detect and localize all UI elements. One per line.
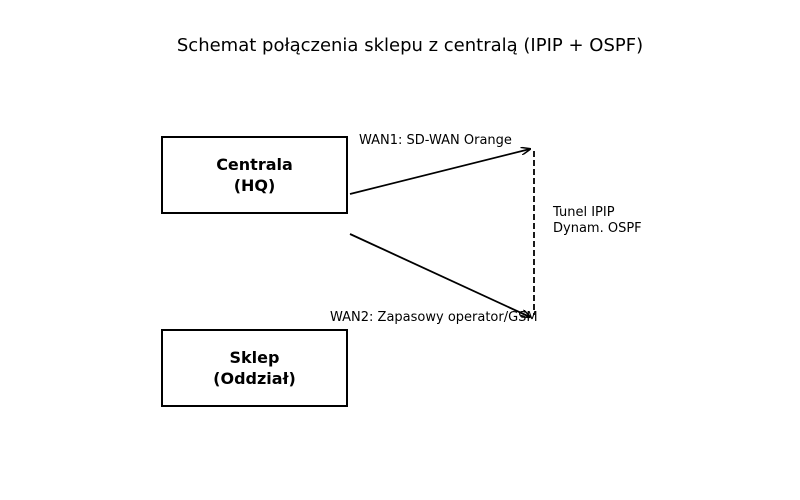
tunnel-label-line2: Dynam. OSPF	[553, 221, 642, 236]
wan1-link-arrow	[349, 149, 530, 195]
node-shop-name: Sklep	[229, 348, 280, 367]
wan2-label: WAN2: Zapasowy operator/GSM	[330, 310, 538, 325]
tunnel-label-line1: Tunel IPIP	[553, 205, 615, 220]
node-hq-name: Centrala	[216, 155, 293, 174]
tunnel-label: Tunel IPIP Dynam. OSPF	[553, 205, 642, 237]
wan1-label: WAN1: SD-WAN Orange	[359, 133, 512, 148]
node-hq: Centrala (HQ)	[161, 136, 348, 214]
node-shop-type: (Oddział)	[213, 369, 296, 388]
wan2-link-arrow	[349, 233, 530, 317]
node-hq-abbr: (HQ)	[233, 176, 276, 195]
diagram-title: Schemat połączenia sklepu z centralą (IP…	[176, 35, 644, 56]
node-shop: Sklep (Oddział)	[161, 329, 348, 407]
